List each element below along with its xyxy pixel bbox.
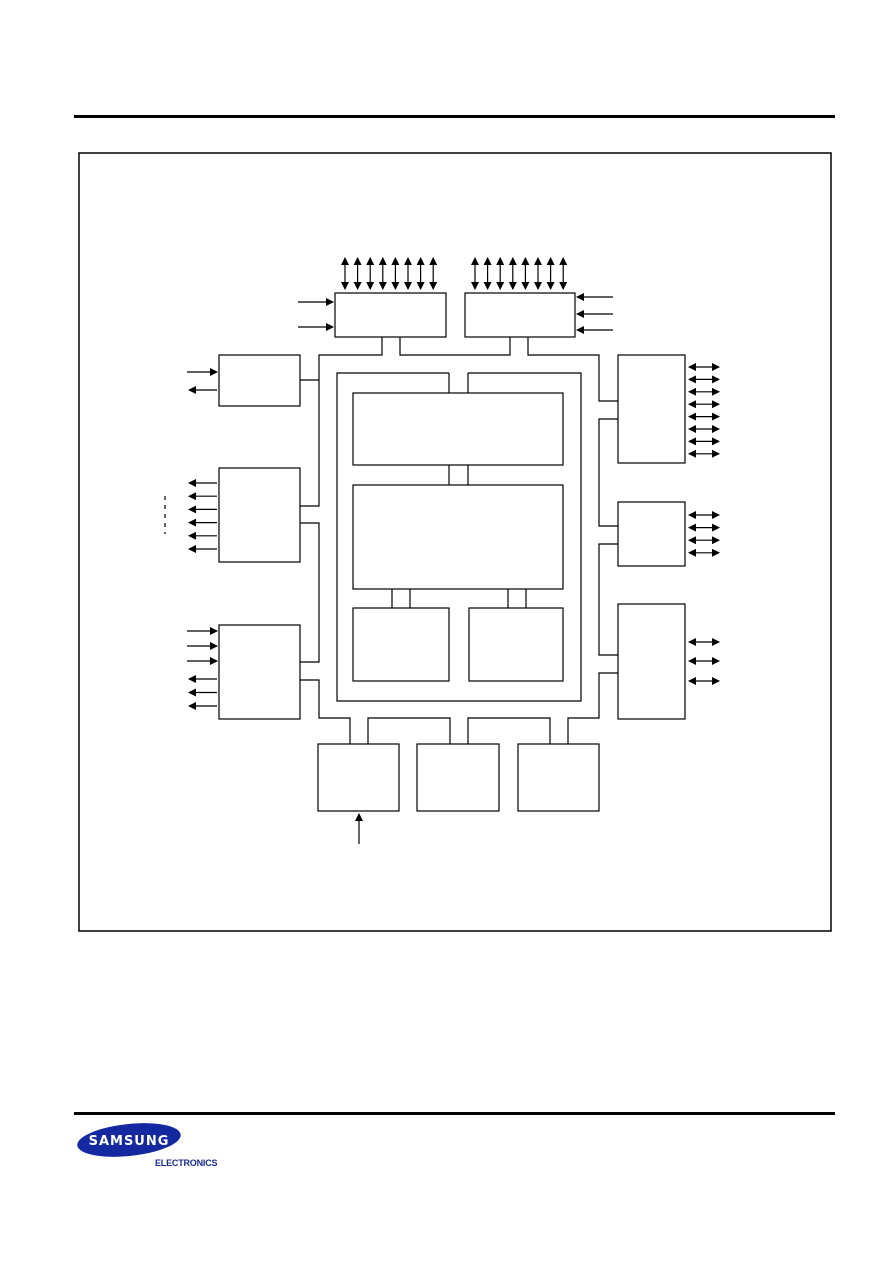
right-block-3	[617, 603, 686, 720]
left-block-1	[218, 354, 301, 407]
bus-line-8	[567, 672, 618, 744]
bus-line-7	[467, 717, 551, 744]
bottom-block-1	[317, 743, 400, 812]
bottom-block-3	[517, 743, 600, 812]
bus-line-9	[598, 543, 618, 656]
diagram-frame	[78, 152, 832, 932]
right-block-1	[617, 354, 686, 464]
footer-rule	[74, 1112, 835, 1115]
bus-line-1	[399, 337, 511, 356]
logo-text: SAMSUNG	[89, 1134, 170, 1149]
core-bottom-left-block	[352, 607, 450, 682]
top-left-port-block	[334, 292, 447, 338]
bus-line-4	[300, 522, 320, 663]
core-bottom-right-block	[468, 607, 564, 682]
left-block-3	[218, 624, 301, 720]
bus-line-10	[598, 418, 618, 527]
brand-subtitle: ELECTRONICS	[155, 1158, 218, 1168]
top-right-port-block	[464, 292, 576, 338]
bottom-block-2	[416, 743, 500, 812]
right-block-2	[617, 501, 686, 567]
header-rule	[74, 115, 835, 118]
bus-line-5	[300, 679, 351, 744]
bus-line-2	[527, 337, 618, 402]
bus-line-0	[300, 337, 383, 507]
core-boundary	[336, 372, 582, 702]
left-block-2	[218, 467, 301, 563]
core-top-block	[352, 392, 564, 466]
bus-line-6	[367, 717, 451, 744]
core-middle-block	[352, 484, 564, 590]
samsung-logo: SAMSUNG	[77, 1123, 181, 1157]
logo-ellipse	[77, 1123, 181, 1157]
